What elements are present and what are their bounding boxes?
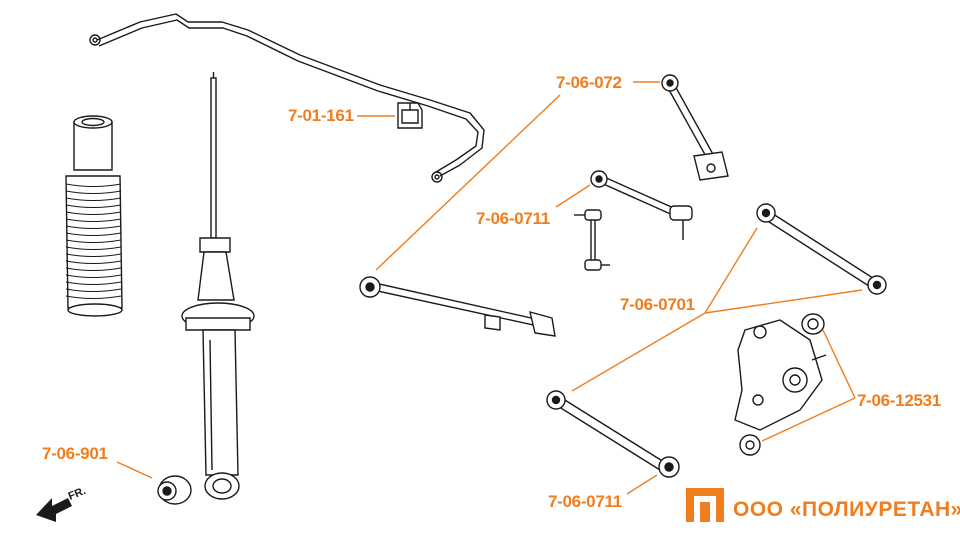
stabilizer-bushing [397, 102, 423, 129]
polyurethane-logo-icon [686, 488, 724, 522]
boot-ring [65, 288, 122, 293]
boot-ring [65, 267, 122, 272]
upper-link [661, 74, 729, 181]
part-code-knuckle-bushing: 7-06-12531 [857, 391, 941, 410]
knuckle-bushings [739, 313, 825, 456]
boot-ring [65, 274, 122, 279]
boot-ring [65, 225, 122, 230]
shock-bushing [157, 475, 192, 505]
lower-arm [359, 276, 556, 337]
front-marker-label: FR. [67, 485, 88, 503]
brand-name: ООО «ПОЛИУРЕТАН» [733, 498, 960, 521]
stabilizer-bar [89, 13, 485, 183]
part-code-lower-link: 7-06-0711 [548, 492, 622, 511]
boot-ring [65, 232, 122, 237]
part-code-toe-link: 7-06-0711 [476, 209, 550, 228]
toe-link-upper [574, 170, 693, 271]
boot-ring [65, 197, 122, 202]
boot-ring [65, 190, 122, 195]
boot-ring [65, 295, 122, 300]
boot-ring [65, 281, 122, 286]
boot-ring [65, 260, 122, 265]
shock-absorber [181, 72, 255, 500]
boot-ring [65, 211, 122, 216]
boot-ring [65, 183, 122, 188]
trailing-arm [756, 203, 887, 295]
boot-ring [65, 246, 122, 251]
dust-boot [65, 115, 123, 317]
lower-link [546, 390, 680, 478]
part-code-stabilizer-bushing: 7-01-161 [288, 106, 354, 125]
part-code-shock-bushing: 7-06-901 [42, 444, 108, 463]
boot-ring [65, 204, 122, 209]
knuckle [734, 319, 827, 431]
part-code-upper-link: 7-06-072 [556, 73, 622, 92]
leader-lines [116, 81, 863, 495]
boot-ring [65, 218, 122, 223]
boot-ring [65, 253, 122, 258]
boot-ring [65, 239, 122, 244]
front-arrow-icon [36, 498, 72, 522]
part-code-trailing-arm: 7-06-0701 [620, 295, 695, 314]
